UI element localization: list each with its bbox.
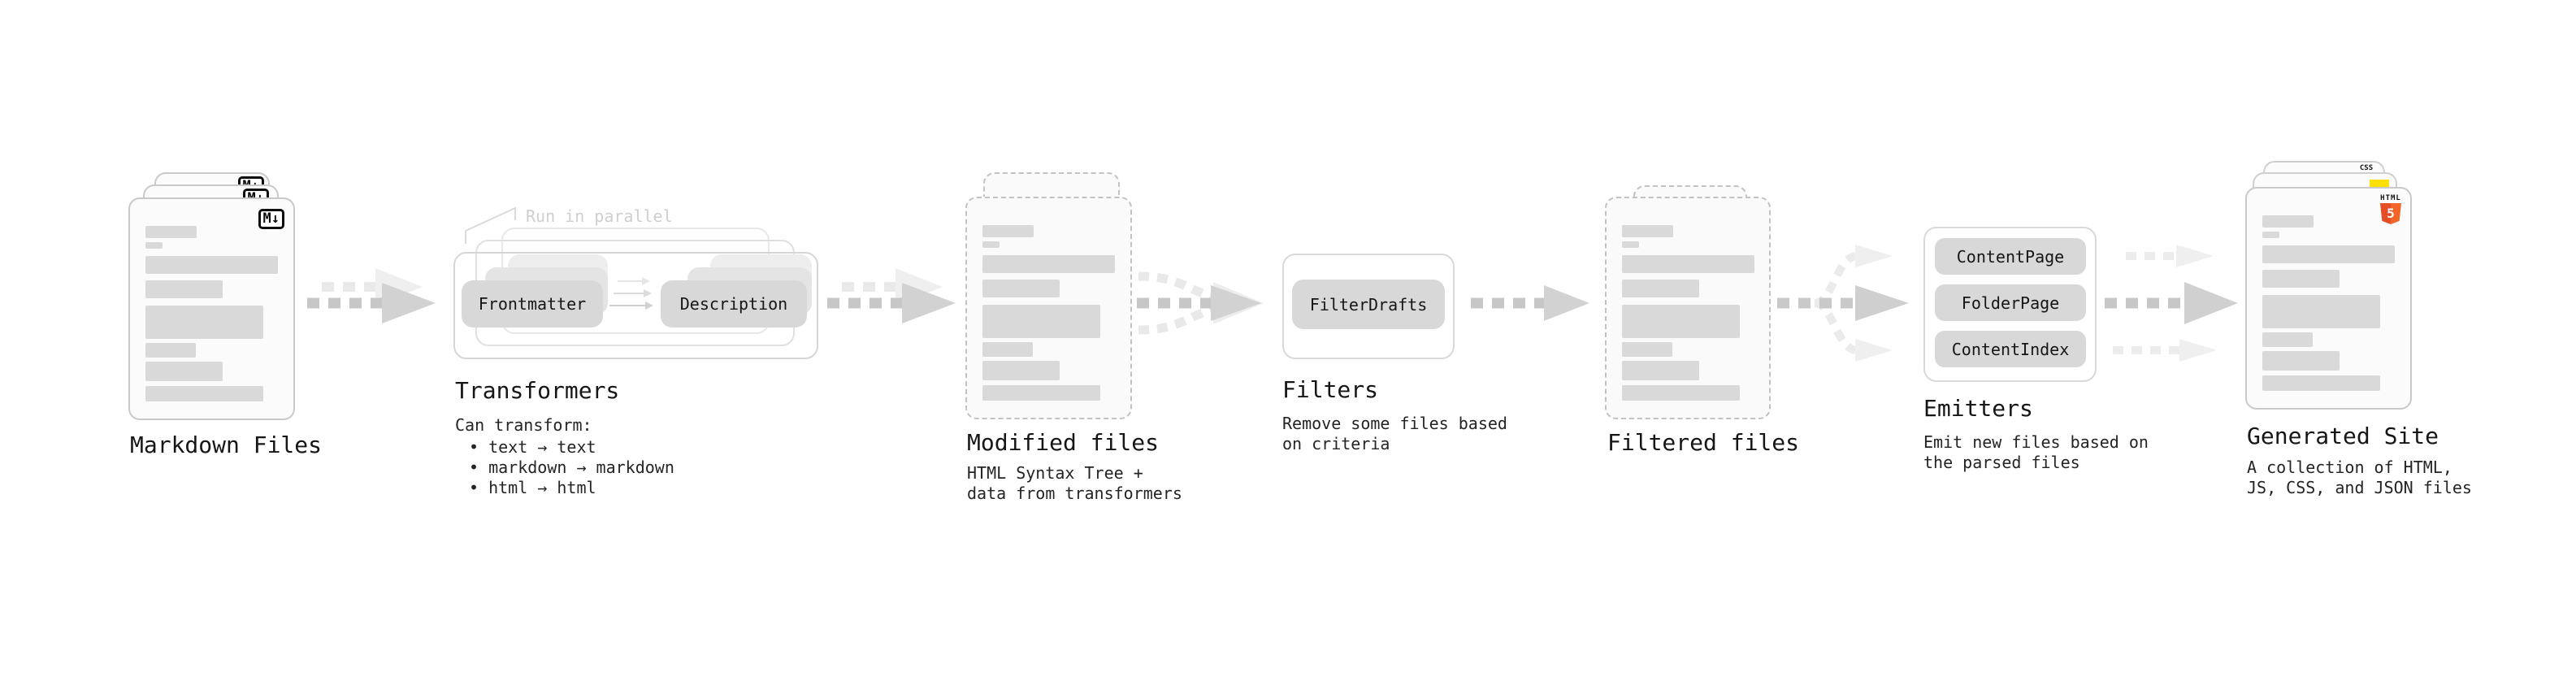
- modified-file-card-front: [965, 197, 1132, 419]
- emitters-description: the parsed files: [1923, 453, 2080, 472]
- stage-label-markdown-files: Markdown Files: [130, 432, 323, 458]
- site-file-card-html: HTML 5: [2245, 187, 2412, 410]
- transformers-bullet: • markdown → markdown: [469, 458, 674, 477]
- description-pill: Description: [661, 280, 807, 327]
- frontmatter-pill: Frontmatter: [462, 280, 603, 327]
- stage-label-filtered-files: Filtered files: [1607, 429, 1800, 456]
- flow-arrow-filters-to-filtered: [1471, 285, 1589, 321]
- filters-description: on criteria: [1282, 434, 1390, 453]
- stage-label-generated-site: Generated Site: [2247, 423, 2439, 449]
- flow-arrow-filtered-to-emitters-diverge: [1777, 245, 1909, 362]
- flow-arrow-emitters-to-site-trio: [2105, 245, 2238, 362]
- transformers-box-front: [453, 252, 818, 359]
- run-in-parallel-callout-line: [465, 206, 516, 244]
- generated-site-description: A collection of HTML,: [2247, 458, 2452, 477]
- html5-icon: HTML 5: [2379, 194, 2403, 224]
- modified-files-description: HTML Syntax Tree +: [967, 463, 1143, 483]
- run-in-parallel-note: Run in parallel: [526, 206, 673, 226]
- markdown-file-card-front: M↓: [128, 197, 295, 420]
- flow-arrow-markdown-to-transformers: [307, 268, 436, 323]
- filters-description: Remove some files based: [1282, 414, 1507, 433]
- js-icon: [2370, 180, 2389, 189]
- filtered-file-card-front: [1605, 197, 1771, 419]
- parallel-arrows-icon: [609, 277, 653, 310]
- generated-site-description: JS, CSS, and JSON files: [2247, 478, 2472, 497]
- stage-label-modified-files: Modified files: [967, 429, 1160, 456]
- filter-drafts-pill: FilterDrafts: [1292, 280, 1445, 329]
- transformers-bullet: • html → html: [469, 478, 596, 497]
- stage-label-transformers: Transformers: [455, 377, 620, 404]
- emitter-pill-folder-page: FolderPage: [1935, 284, 2086, 321]
- transformers-description-heading: Can transform:: [455, 415, 592, 435]
- markdown-icon: M↓: [258, 209, 284, 229]
- stage-label-emitters: Emitters: [1923, 395, 2033, 422]
- emitter-pill-content-page: ContentPage: [1935, 238, 2086, 275]
- stage-label-filters: Filters: [1282, 376, 1379, 403]
- transformers-bullet: • text → text: [469, 437, 596, 457]
- emitter-pill-content-index: ContentIndex: [1935, 331, 2086, 367]
- flow-arrow-modified-to-filters-converge: [1137, 271, 1264, 335]
- modified-files-description: data from transformers: [967, 484, 1182, 503]
- flow-arrow-transformers-to-modified: [827, 268, 956, 323]
- emitters-description: Emit new files based on: [1923, 432, 2149, 452]
